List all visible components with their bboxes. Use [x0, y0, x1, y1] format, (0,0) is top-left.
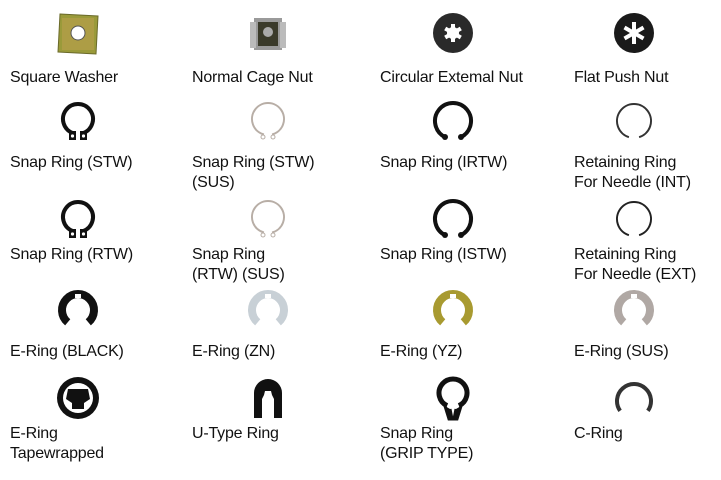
- product-label: Snap Ring (RTW): [10, 246, 133, 263]
- e-ring-icon: [604, 285, 664, 335]
- thin-ring-icon: [604, 97, 664, 147]
- product-label: Retaining Ring For Needle (EXT): [574, 246, 697, 283]
- product-label: Snap Ring (STW) (SUS): [192, 154, 315, 191]
- snap-ring-int-icon: [423, 97, 483, 147]
- product-label: Flat Push Nut: [574, 69, 669, 86]
- product-label: Snap Ring (GRIP TYPE): [380, 425, 474, 462]
- snap-ring-int-icon: [423, 195, 483, 245]
- product-label: Square Washer: [10, 69, 118, 86]
- product-label: Snap Ring (ISTW): [380, 246, 507, 263]
- snap-ring-ext-thin-icon: [238, 97, 298, 147]
- product-label: C-Ring: [574, 425, 623, 442]
- product-label: E-Ring (ZN): [192, 343, 276, 360]
- product-label: Snap Ring (RTW) (SUS): [192, 246, 285, 283]
- product-label: Normal Cage Nut: [192, 69, 313, 86]
- product-label: E-Ring (YZ): [380, 343, 463, 360]
- snap-ring-ext-thin-icon: [238, 195, 298, 245]
- e-ring-icon: [48, 285, 108, 335]
- u-ring-icon: [238, 373, 298, 423]
- snap-ring-ext-icon: [48, 195, 108, 245]
- grip-ring-icon: [423, 373, 483, 423]
- e-ring-wrapped-icon: [48, 373, 108, 423]
- product-label: U-Type Ring: [192, 425, 279, 442]
- product-label: Snap Ring (STW): [10, 154, 133, 171]
- cage-nut-icon: [238, 8, 298, 58]
- product-label: Circular Extemal Nut: [380, 69, 523, 86]
- thin-ring-icon: [604, 195, 664, 245]
- e-ring-icon: [238, 285, 298, 335]
- snap-ring-ext-icon: [48, 97, 108, 147]
- star-nut-icon: [423, 8, 483, 58]
- product-label: Snap Ring (IRTW): [380, 154, 508, 171]
- c-ring-icon: [604, 373, 664, 423]
- product-label: E-Ring (SUS): [574, 343, 669, 360]
- product-label: Retaining Ring For Needle (INT): [574, 154, 691, 191]
- product-label: E-Ring (BLACK): [10, 343, 124, 360]
- e-ring-icon: [423, 285, 483, 335]
- square-washer-icon: [48, 8, 108, 58]
- product-label: E-Ring Tapewrapped: [10, 425, 104, 462]
- push-nut-icon: [604, 8, 664, 58]
